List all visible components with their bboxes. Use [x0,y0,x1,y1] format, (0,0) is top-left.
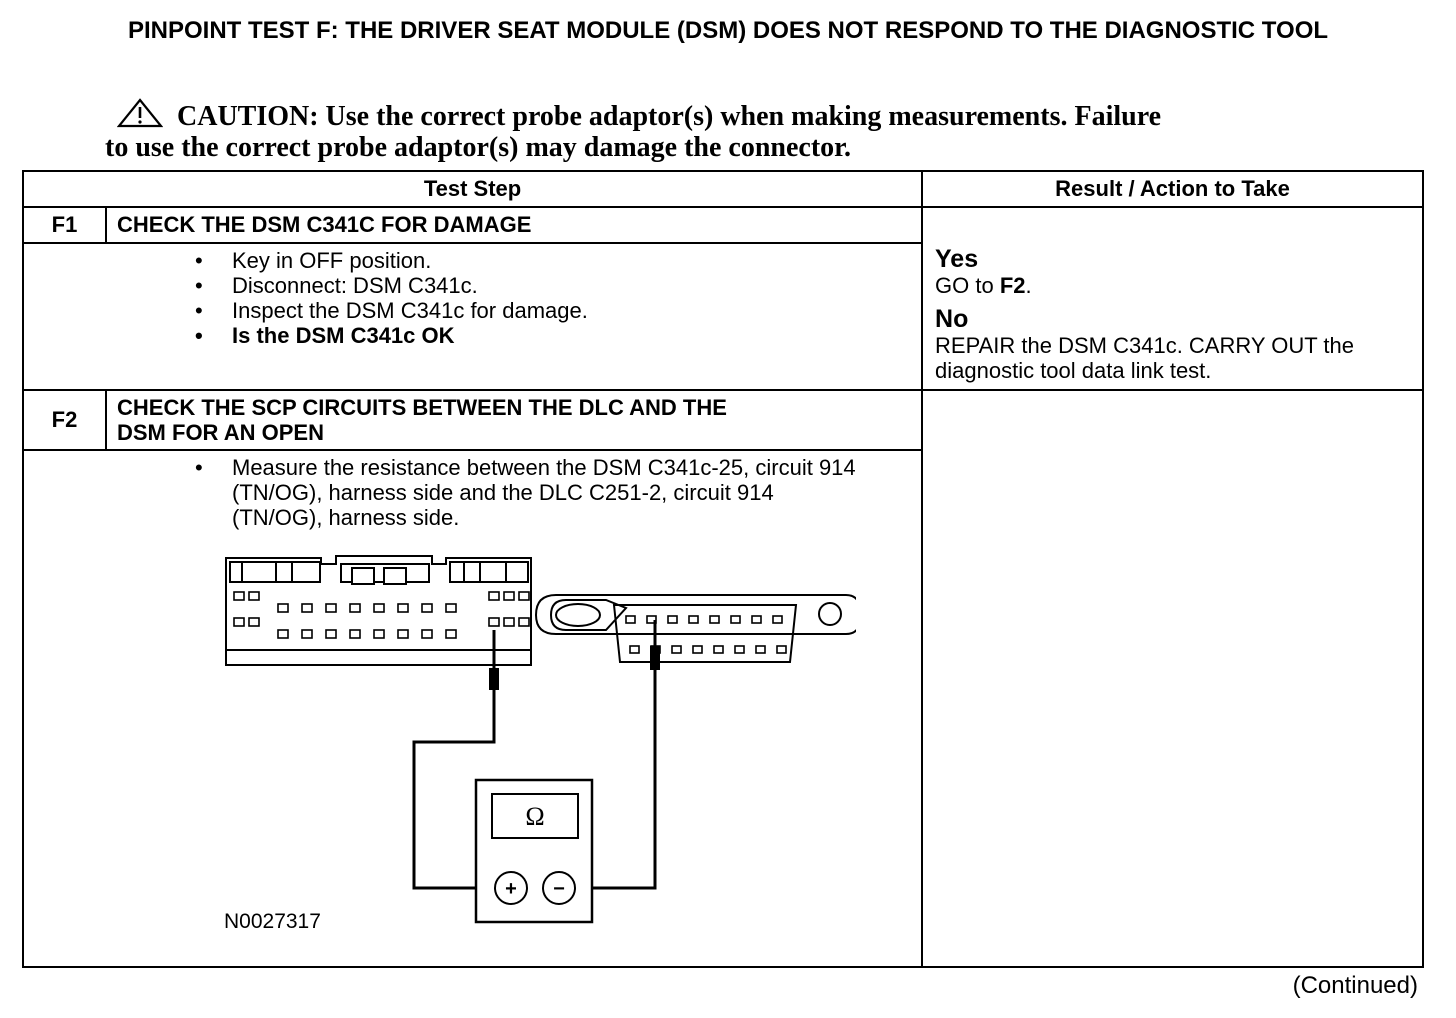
test-step-table: Test Step Result / Action to Take F1 CHE… [21,170,1425,968]
step-id-f2: F2 [22,389,107,451]
dlc-connector-c251 [534,594,856,663]
result-no-label: No [935,305,969,333]
step-title-f1: CHECK THE DSM C341C FOR DAMAGE [104,206,924,244]
minus-terminal-icon: − [553,878,565,900]
caution-line-2: to use the correct probe adaptor(s) may … [105,132,852,163]
probe-dsm [489,668,499,690]
list-item: Inspect the DSM C341c for damage. [195,298,921,323]
step-body-f1: Key in OFF position. Disconnect: DSM C34… [106,242,924,391]
list-item: Key in OFF position. [195,248,921,273]
step-body-f2: Measure the resistance between the DSM C… [106,449,924,968]
plus-terminal-icon: + [505,878,517,900]
caution-line-1: CAUTION: Use the correct probe adaptor(s… [177,101,1162,132]
connector-meter-diagram: Ω + − [225,555,856,924]
figure-id: N0027317 [224,910,321,933]
result-f2 [921,389,1425,968]
list-item: Measure the resistance between the DSM C… [195,455,921,530]
test-leads [412,620,657,890]
result-yes-label: Yes [935,245,979,273]
header-test-step: Test Step [21,170,924,208]
dsm-pin-rows [233,591,530,639]
warning-triangle-icon [117,98,163,128]
dsm-connector-c341c [225,555,532,666]
list-item: Disconnect: DSM C341c. [195,273,921,298]
ohm-symbol-icon: Ω [525,802,544,831]
wiring-figure: Ω + − N0027317 [106,530,921,950]
result-f1: Yes GO to F2. No REPAIR the DSM C341c. C… [921,206,1425,391]
step-title-f2: CHECK THE SCP CIRCUITS BETWEEN THE DLC A… [104,389,924,451]
header-result: Result / Action to Take [921,170,1425,208]
ohmmeter: Ω + − [474,778,594,924]
list-item: Is the DSM C341c OK [195,323,921,348]
result-yes-action: GO to F2. [935,273,1032,298]
result-no-action: REPAIR the DSM C341c. CARRY OUT the diag… [935,333,1354,383]
probe-dlc [650,646,660,670]
caution-notice: CAUTION: Use the correct probe adaptor(s… [105,98,1325,163]
continued-label: (Continued) [1292,972,1418,999]
page-title: PINPOINT TEST F: THE DRIVER SEAT MODULE … [127,17,1329,44]
step-id-f1: F1 [22,206,107,244]
